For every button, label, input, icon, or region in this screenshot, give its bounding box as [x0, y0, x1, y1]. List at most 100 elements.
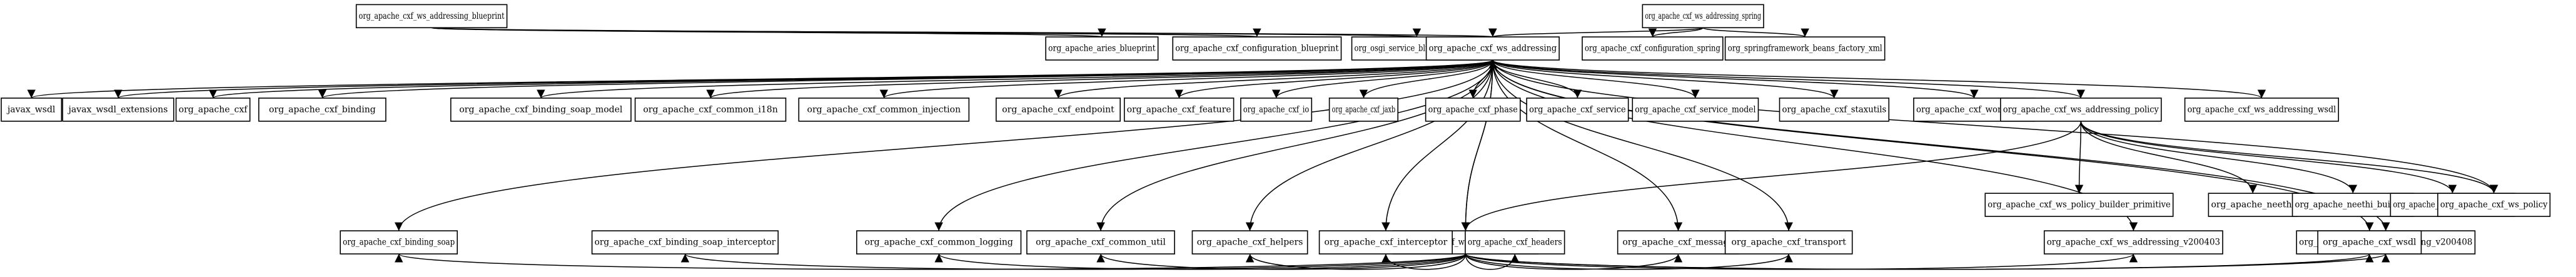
package-box: [1724, 36, 1886, 61]
package-node-binding: org_apache_cxf_binding: [258, 98, 386, 122]
dependency-arrow: [1492, 59, 1700, 99]
package-box: [1240, 98, 1313, 122]
package-label: org_apache_cxf_phase: [1428, 104, 1518, 114]
dependency-edge-wsasoap-interceptor: [1381, 253, 1467, 270]
dependency-arrow: [2080, 121, 2358, 194]
dependency-edge-wsa-servicemodel: [1492, 59, 1700, 99]
dependency-arrow: [1492, 59, 2266, 99]
dependency-arrow: [1492, 59, 1979, 99]
dependency-edge-wsa-binding: [318, 59, 1493, 99]
dependency-edge-wsasoap-logging: [934, 253, 1467, 270]
dependency-arrow: [1465, 253, 1793, 270]
dependency-arrow: [1465, 253, 1683, 270]
package-label: org_apache_cxf_binding_soap_model: [459, 104, 623, 114]
package-label: org_apache_cxf_ws_policy: [2440, 200, 2548, 210]
package-box: [1642, 4, 1764, 29]
dependency-edge-wsa-io: [1272, 59, 1493, 99]
package-node-policy: org_apache_cxf_ws_addressing_policy: [2000, 98, 2162, 122]
package-node-wsawsdl: org_apache_cxf_ws_addressing_wsdl: [2184, 98, 2340, 122]
dependency-arrow: [1492, 59, 1793, 231]
dependency-arrow: [395, 253, 1467, 270]
package-node-logging: org_apache_cxf_common_logging: [856, 230, 1022, 254]
dependency-arrow: [209, 59, 1493, 99]
package-label: org_apache_cxf_wsdl: [2323, 238, 2417, 248]
dependency-arrow: [1702, 27, 1809, 38]
package-label: org_apache_cxf_common_i18n: [643, 104, 777, 114]
dependency-arrow: [1174, 59, 1493, 99]
package-box: [1724, 230, 1853, 254]
dependency-arrow: [2080, 121, 2457, 194]
package-label: org_apache_cxf_helpers: [1197, 238, 1303, 248]
package-node-javaxwsdl: javax_wsdl: [1, 98, 63, 122]
dependency-edge-spring-wsa: [1488, 27, 1704, 38]
dependency-edge-policy-primitive: [2074, 121, 2084, 194]
dependency-edge-wsa-util: [1096, 59, 1493, 231]
package-node-wspolicy: org_apache_cxf_ws_policy: [2437, 193, 2551, 217]
package-label: org_apache_cxf_common_logging: [864, 238, 1013, 248]
package-node-wsa: org_apache_cxf_ws_addressing: [1425, 36, 1560, 61]
package-node-primitive: org_apache_cxf_ws_policy_builder_primiti…: [1984, 193, 2174, 217]
package-node-cfgbp: org_apache_cxf_configuration_blueprint: [1172, 36, 1342, 61]
package-box: [1526, 98, 1629, 122]
dependency-edge-wsa-i18n: [706, 59, 1493, 99]
package-label: javax_wsdl_extensions: [68, 104, 168, 114]
dependency-edge-wsasoap-v200403: [1465, 253, 2138, 270]
package-box: [798, 98, 970, 122]
package-label: org_apache_cxf_ws_addressing_spring: [1645, 11, 1761, 21]
package-box: [258, 98, 386, 122]
package-node-feature: org_apache_cxf_feature: [1124, 98, 1235, 122]
package-label: org_apache_cxf_ws_addressing: [1429, 44, 1557, 54]
dependency-arrow: [1465, 59, 1497, 231]
package-label: org_apache_cxf_configuration_spring: [1585, 44, 1720, 54]
package-node-i18n: org_apache_cxf_common_i18n: [634, 98, 787, 122]
package-node-soapmodel: org_apache_cxf_binding_soap_model: [450, 98, 632, 122]
dependency-edge-wsa-bsoap: [395, 59, 1493, 231]
dependency-edge-policy-neethixml: [2080, 121, 2457, 194]
package-label: org_apache_cxf_service_model: [1635, 104, 1756, 114]
dependency-edge-policy-neethi: [2080, 121, 2257, 194]
dependency-arrow: [318, 59, 1493, 99]
dependency-arrow: [681, 253, 1467, 270]
edges-layer: [28, 27, 2498, 270]
dependency-arrow: [1492, 59, 2085, 99]
package-node-cfgspring: org_apache_cxf_configuration_spring: [1582, 36, 1724, 61]
package-label: org_apache_cxf_common_util: [1036, 238, 1166, 248]
dependency-arrow: [706, 59, 1493, 99]
package-box: [340, 230, 458, 254]
package-label: org_apache_cxf_message: [1622, 238, 1734, 248]
package-box: [1425, 36, 1560, 61]
dependency-edge-spring-beans: [1702, 27, 1809, 38]
package-box: [1984, 193, 2174, 217]
dependency-arrow: [395, 59, 1493, 231]
package-node-bp: org_apache_cxf_ws_addressing_blueprint: [355, 4, 508, 29]
package-node-transport: org_apache_cxf_transport: [1724, 230, 1853, 254]
dependency-arrow: [1272, 59, 1493, 99]
dependency-arrow: [2080, 121, 2498, 194]
dependency-arrow: [1492, 59, 2498, 194]
package-box: [2000, 98, 2162, 122]
dependency-arrow: [1492, 59, 1839, 99]
package-box: [355, 4, 508, 29]
dependency-edge-wsa-soapmodel: [537, 59, 1493, 99]
package-node-beans: org_springframework_beans_factory_xml: [1724, 36, 1886, 61]
package-box: [1172, 36, 1342, 61]
package-box: [2437, 193, 2551, 217]
package-box: [1779, 98, 1890, 122]
dependency-arrow: [1648, 27, 1704, 38]
package-box: [856, 230, 1022, 254]
dependency-edge-wsasoap-util: [1096, 253, 1467, 270]
package-label: org_apache_cxf_common_injection: [807, 104, 961, 114]
package-node-cxf: org_apache_cxf: [175, 98, 251, 122]
dependency-arrow: [934, 253, 1467, 270]
dependency-arrow: [879, 59, 1493, 99]
package-label: org_apache_cxf_ws_addressing_v200403: [2047, 238, 2220, 248]
package-box: [1124, 98, 1235, 122]
package-node-injection: org_apache_cxf_common_injection: [798, 98, 970, 122]
package-box: [591, 230, 779, 254]
package-box: [1465, 230, 1565, 254]
package-node-neethi: org_apache_neethi: [2208, 193, 2298, 217]
dependency-edge-wsa-message: [1492, 59, 1683, 231]
package-label: org_apache_cxf_ws_addressing_policy: [2003, 104, 2159, 114]
dependency-edge-wsasoap-bsoapint: [681, 253, 1467, 270]
package-label: org_apache_cxf_endpoint: [1002, 104, 1114, 114]
